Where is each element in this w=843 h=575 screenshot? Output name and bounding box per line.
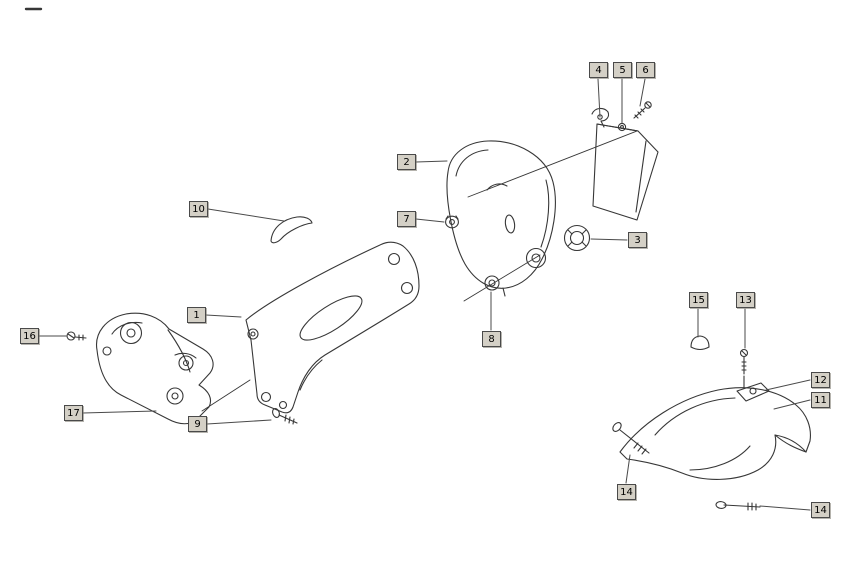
callout-14-left[interactable]: 14 xyxy=(617,484,636,500)
part-bracket-12 xyxy=(736,375,770,402)
callout-17[interactable]: 17 xyxy=(64,405,83,421)
callout-3[interactable]: 3 xyxy=(628,232,647,248)
leader-line-1 xyxy=(205,314,242,318)
callout-8[interactable]: 8 xyxy=(482,331,501,347)
part-cover-2 xyxy=(446,140,556,297)
part-front-fender-11 xyxy=(619,387,811,480)
part-cap-15 xyxy=(690,335,710,351)
part-bolt-9 xyxy=(272,408,298,425)
part-screw-16 xyxy=(66,331,87,341)
leader-line-11 xyxy=(773,399,811,410)
part-cap-nut-3 xyxy=(563,224,591,252)
part-strip-10 xyxy=(270,216,313,244)
part-screw-13 xyxy=(739,348,749,375)
callout-4[interactable]: 4 xyxy=(589,62,608,78)
leader-line-7 xyxy=(415,218,445,223)
callout-16[interactable]: 16 xyxy=(20,328,39,344)
part-screw-6 xyxy=(633,101,652,119)
part-nut-7 xyxy=(445,215,459,229)
callout-14-right[interactable]: 14 xyxy=(811,502,830,518)
callout-15[interactable]: 15 xyxy=(689,292,708,308)
callout-2[interactable]: 2 xyxy=(397,154,416,170)
leader-line-14-right xyxy=(759,505,811,511)
leader-line-12 xyxy=(765,379,811,391)
part-bolt-14-left xyxy=(612,422,650,455)
part-bolt-14-right xyxy=(715,501,761,511)
callout-9[interactable]: 9 xyxy=(188,416,207,432)
callout-5[interactable]: 5 xyxy=(613,62,632,78)
callout-13[interactable]: 13 xyxy=(736,292,755,308)
assembly-axis-lines xyxy=(201,130,638,412)
leader-line-2 xyxy=(415,160,448,163)
part-spacer-8 xyxy=(484,275,500,291)
part-washer-5 xyxy=(617,122,627,132)
callout-12[interactable]: 12 xyxy=(811,372,830,388)
callout-7[interactable]: 7 xyxy=(397,211,416,227)
part-mounting-bracket-top xyxy=(592,123,659,221)
leader-line-9 xyxy=(206,419,272,425)
leader-line-6 xyxy=(639,78,646,107)
callout-1[interactable]: 1 xyxy=(187,307,206,323)
leader-lines xyxy=(38,78,811,511)
leader-line-10 xyxy=(207,208,285,222)
leader-line-4 xyxy=(597,78,601,118)
part-clip-4 xyxy=(591,107,610,128)
callout-6[interactable]: 6 xyxy=(636,62,655,78)
callout-10[interactable]: 10 xyxy=(189,201,208,217)
part-support-plate-1 xyxy=(245,241,420,414)
part-bracket-assembly-17 xyxy=(96,312,214,425)
leader-line-14-left xyxy=(625,454,631,484)
leader-line-3 xyxy=(590,238,628,241)
leader-line-17 xyxy=(82,410,157,414)
callout-11[interactable]: 11 xyxy=(811,392,830,408)
